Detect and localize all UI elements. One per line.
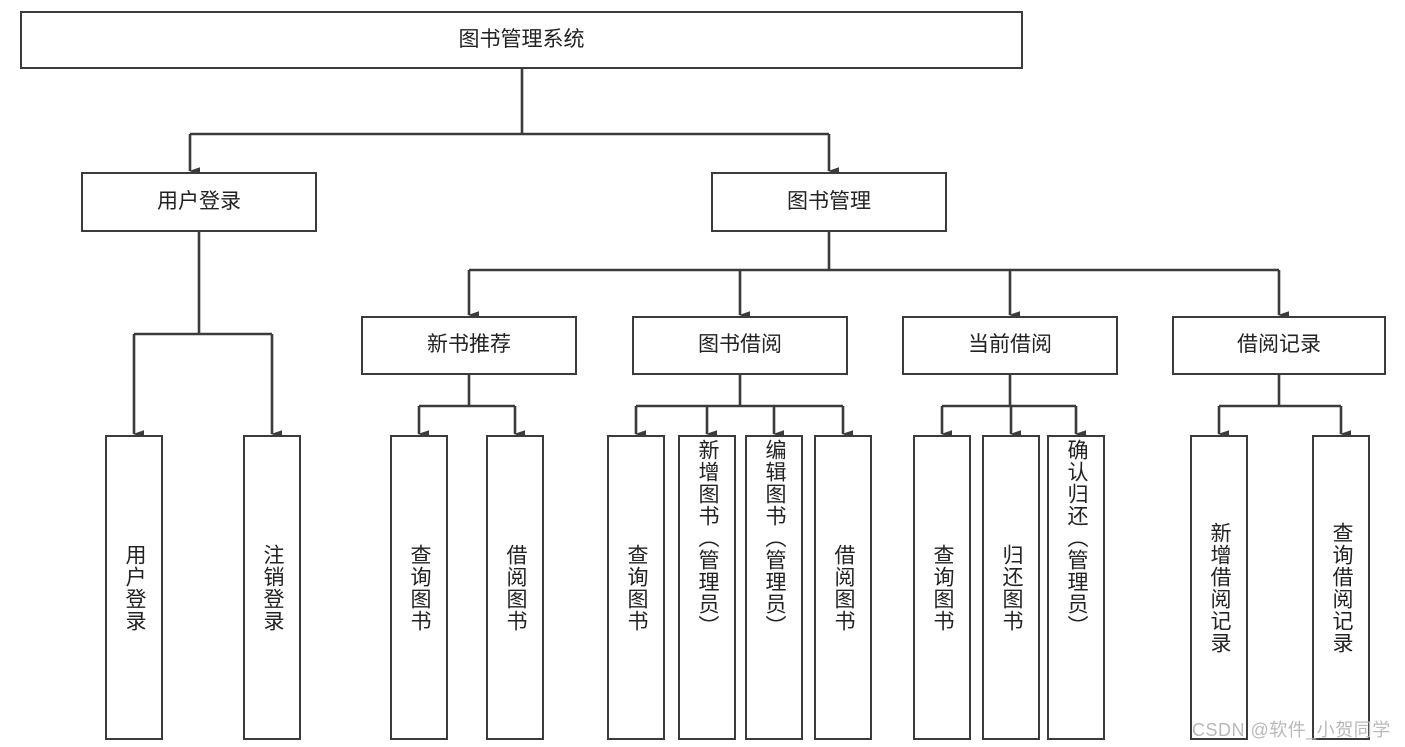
node-borrow-record[interactable]: 借阅记录: [1172, 316, 1386, 375]
leaf-return-book[interactable]: 归还图书: [982, 435, 1040, 740]
leaf-add-borrow-record[interactable]: 新增借阅记录: [1190, 435, 1248, 740]
leaf-confirm-return-admin-label: 确认归还（管理员）: [1065, 439, 1089, 637]
leaf-user-login-label: 用户登录: [123, 543, 147, 632]
leaf-edit-book-admin[interactable]: 编辑图书（管理员）: [745, 435, 803, 740]
node-current-borrow[interactable]: 当前借阅: [902, 316, 1118, 375]
leaf-logout-login[interactable]: 注销登录: [243, 435, 301, 740]
leaf-borrow-book-borrow[interactable]: 借阅图书: [814, 435, 872, 740]
leaf-query-book-current-label: 查询图书: [931, 543, 955, 632]
node-root[interactable]: 图书管理系统: [20, 11, 1023, 69]
node-current-borrow-label: 当前借阅: [968, 333, 1052, 357]
leaf-query-book-borrow-label: 查询图书: [625, 543, 649, 632]
leaf-borrow-book-borrow-label: 借阅图书: [832, 543, 856, 632]
node-user-login[interactable]: 用户登录: [81, 172, 317, 232]
leaf-query-borrow-record[interactable]: 查询借阅记录: [1312, 435, 1370, 740]
leaf-query-book-recommend-label: 查询图书: [408, 543, 432, 632]
leaf-user-login[interactable]: 用户登录: [105, 435, 163, 740]
leaf-query-book-recommend[interactable]: 查询图书: [390, 435, 448, 740]
leaf-query-book-current[interactable]: 查询图书: [913, 435, 971, 740]
node-new-book-recommend[interactable]: 新书推荐: [361, 316, 577, 375]
leaf-confirm-return-admin[interactable]: 确认归还（管理员）: [1047, 435, 1105, 740]
leaf-return-book-label: 归还图书: [1000, 543, 1024, 632]
node-root-label: 图书管理系统: [458, 27, 585, 51]
node-book-borrow-label: 图书借阅: [698, 333, 782, 357]
leaf-add-book-admin-label: 新增图书（管理员）: [696, 439, 720, 637]
node-borrow-record-label: 借阅记录: [1237, 333, 1321, 357]
node-new-book-recommend-label: 新书推荐: [427, 333, 511, 357]
leaf-add-book-admin[interactable]: 新增图书（管理员）: [678, 435, 736, 740]
leaf-query-borrow-record-label: 查询借阅记录: [1330, 521, 1354, 654]
leaf-logout-login-label: 注销登录: [261, 543, 285, 632]
leaf-add-borrow-record-label: 新增借阅记录: [1208, 521, 1232, 654]
leaf-borrow-book-recommend-label: 借阅图书: [504, 543, 528, 632]
leaf-query-book-borrow[interactable]: 查询图书: [607, 435, 665, 740]
node-book-manage-label: 图书管理: [787, 189, 871, 213]
leaf-edit-book-admin-label: 编辑图书（管理员）: [763, 439, 787, 637]
node-user-login-label: 用户登录: [157, 189, 241, 213]
node-book-borrow[interactable]: 图书借阅: [632, 316, 848, 375]
leaf-borrow-book-recommend[interactable]: 借阅图书: [486, 435, 544, 740]
node-book-manage[interactable]: 图书管理: [711, 172, 947, 232]
